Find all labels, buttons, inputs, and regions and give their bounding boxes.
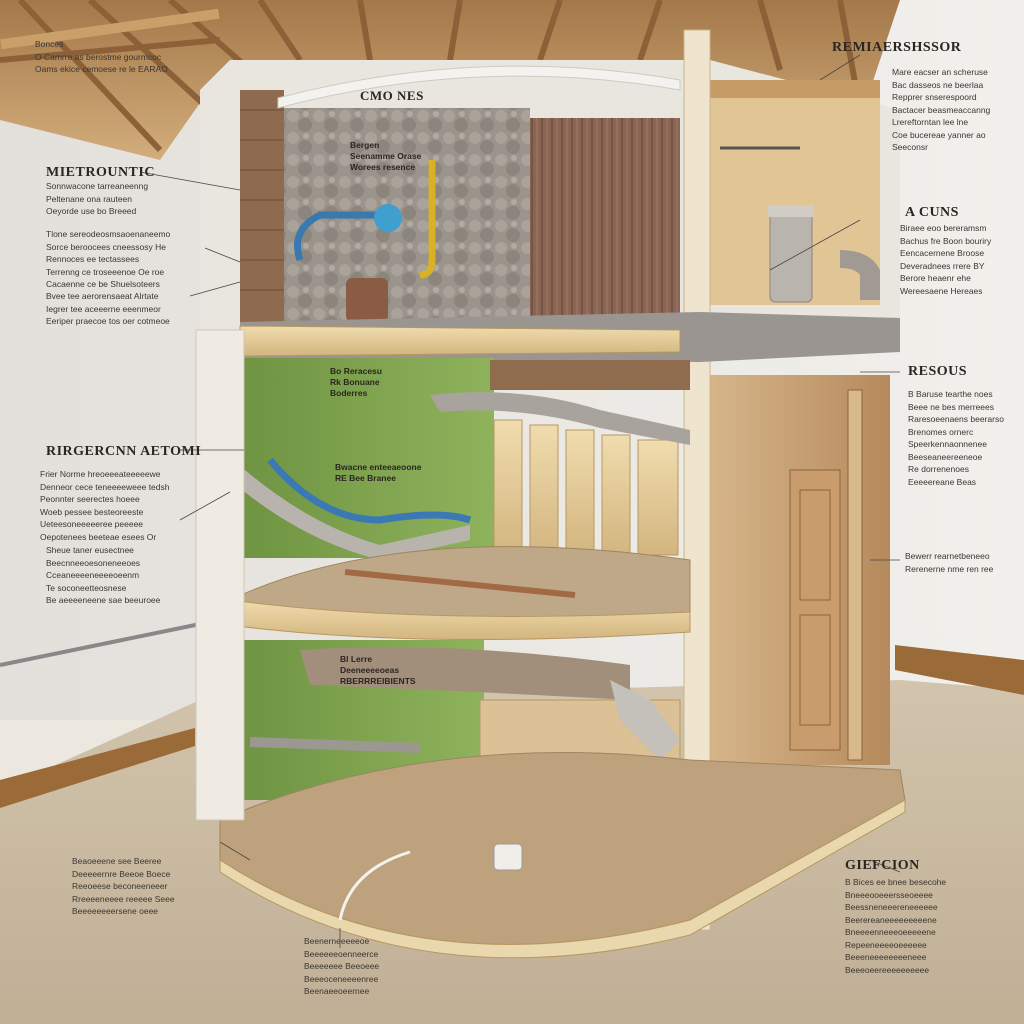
middle-studs	[493, 419, 679, 556]
basement-door	[789, 469, 841, 751]
label-right-3-body: Bewerr rearnetbeneeo Rerenerne nme ren r…	[905, 551, 994, 574]
copper-pipe	[344, 569, 576, 598]
attic-ceiling-curve	[277, 65, 681, 109]
basement-door-panel-2	[799, 614, 831, 726]
brass-valve-icon	[346, 278, 388, 322]
label-left-3-body: Bvee tee aerorensaeat Alrtate Iegrer tee…	[46, 291, 170, 326]
label-bottom-center-body: Beenerneeeeeoe Beeeeeeoenneerce Beeeeeee…	[304, 936, 380, 996]
label-bottom-right-body: B Bices ee bnee besecohe Bneeeooeeersseo…	[845, 877, 947, 975]
gray-duct	[430, 392, 690, 445]
duct-elbow-icon	[840, 250, 880, 300]
upper-right-bay-shelf	[710, 80, 880, 98]
label-attic-center: CMO NES	[360, 88, 424, 103]
label-bottom-right-heading: GIEFCION	[845, 858, 920, 873]
baseboard-right	[895, 645, 1024, 695]
label-left-5-body: Sheue taner eusectnee Beecnneeoesoneneeo…	[46, 545, 161, 605]
attic-ceiling	[0, 0, 900, 160]
label-middle-tag: Bo Reracesu Rk Bonuane Boderres	[330, 366, 382, 398]
water-heater-cap-icon	[768, 205, 814, 217]
wall-pipe	[0, 620, 211, 667]
label-lower-tag: Bl Lerre Deeneeeeoeas RBERRREIBIENTS	[340, 654, 416, 686]
label-attic-tag: Bergen Seenamme Orase Worees resence	[350, 140, 422, 172]
silver-duct	[230, 470, 470, 560]
pump-icon	[374, 204, 402, 232]
lower-gray-pipe	[249, 737, 421, 753]
base-slab-edge	[219, 799, 906, 959]
middle-floor-edge	[229, 599, 691, 641]
label-left-4-body: Frier Norme hreoeeeateeeeewe Denneor cec…	[40, 469, 170, 542]
blue-duct	[267, 457, 472, 524]
label-left-4-heading: RIRGERCNN AETOMI	[46, 444, 202, 459]
label-right-2-heading: RESOUS	[908, 364, 968, 379]
middle-ceiling-joists	[490, 360, 690, 390]
leader-lines	[139, 54, 901, 948]
green-wall-middle	[244, 358, 494, 558]
upper-floor-joist	[239, 325, 681, 357]
base-cable	[338, 850, 411, 921]
label-top-right-heading: REMIAERSHSSOR	[832, 40, 962, 55]
label-left-1-body: Sonnwacone tarreaneenng Peltenane ona ra…	[46, 181, 149, 216]
water-heater-icon	[769, 209, 813, 303]
label-right-2-body: B Baruse tearthe noes Beee ne bes merree…	[908, 389, 1004, 487]
basement-door-panel	[799, 489, 831, 601]
label-right-1-heading: A CUNS	[905, 205, 959, 220]
sump-pump-icon	[493, 843, 523, 871]
label-left-1-heading: MIETROUNTIC	[46, 165, 155, 180]
label-left-2-body: Tlone sereodeosmsaoenaneemo Sorce berooc…	[46, 229, 171, 289]
label-right-1-body: Biraee eoo bereramsm Bachus fre Boon bou…	[900, 223, 992, 296]
label-top-left: Bonces O Camrre as berostme gourmcoc Oam…	[35, 39, 168, 74]
upper-left-siding	[240, 109, 284, 291]
lower-ceiling-fabric	[300, 647, 630, 700]
label-middle-tag-2: Bwacne enteeaeoone RE Bee Branee	[335, 462, 422, 483]
label-bottom-left-body: Beaoeeene see Beeree Deeeeernre Beeoe Bo…	[72, 856, 175, 916]
fiberglass-batt	[530, 118, 680, 318]
baseboard-left	[0, 728, 195, 808]
upper-left-panel	[240, 90, 284, 330]
right-column	[847, 389, 863, 761]
label-top-right-body: Mare eacser an scheruse Bac dasseos ne b…	[892, 67, 991, 152]
blue-pipe	[294, 211, 380, 262]
yellow-pipe	[419, 160, 436, 279]
rafters	[0, 0, 863, 153]
attic-beam-icon	[0, 8, 220, 50]
lower-silver-duct	[610, 680, 680, 760]
left-wall-edge	[195, 329, 245, 821]
